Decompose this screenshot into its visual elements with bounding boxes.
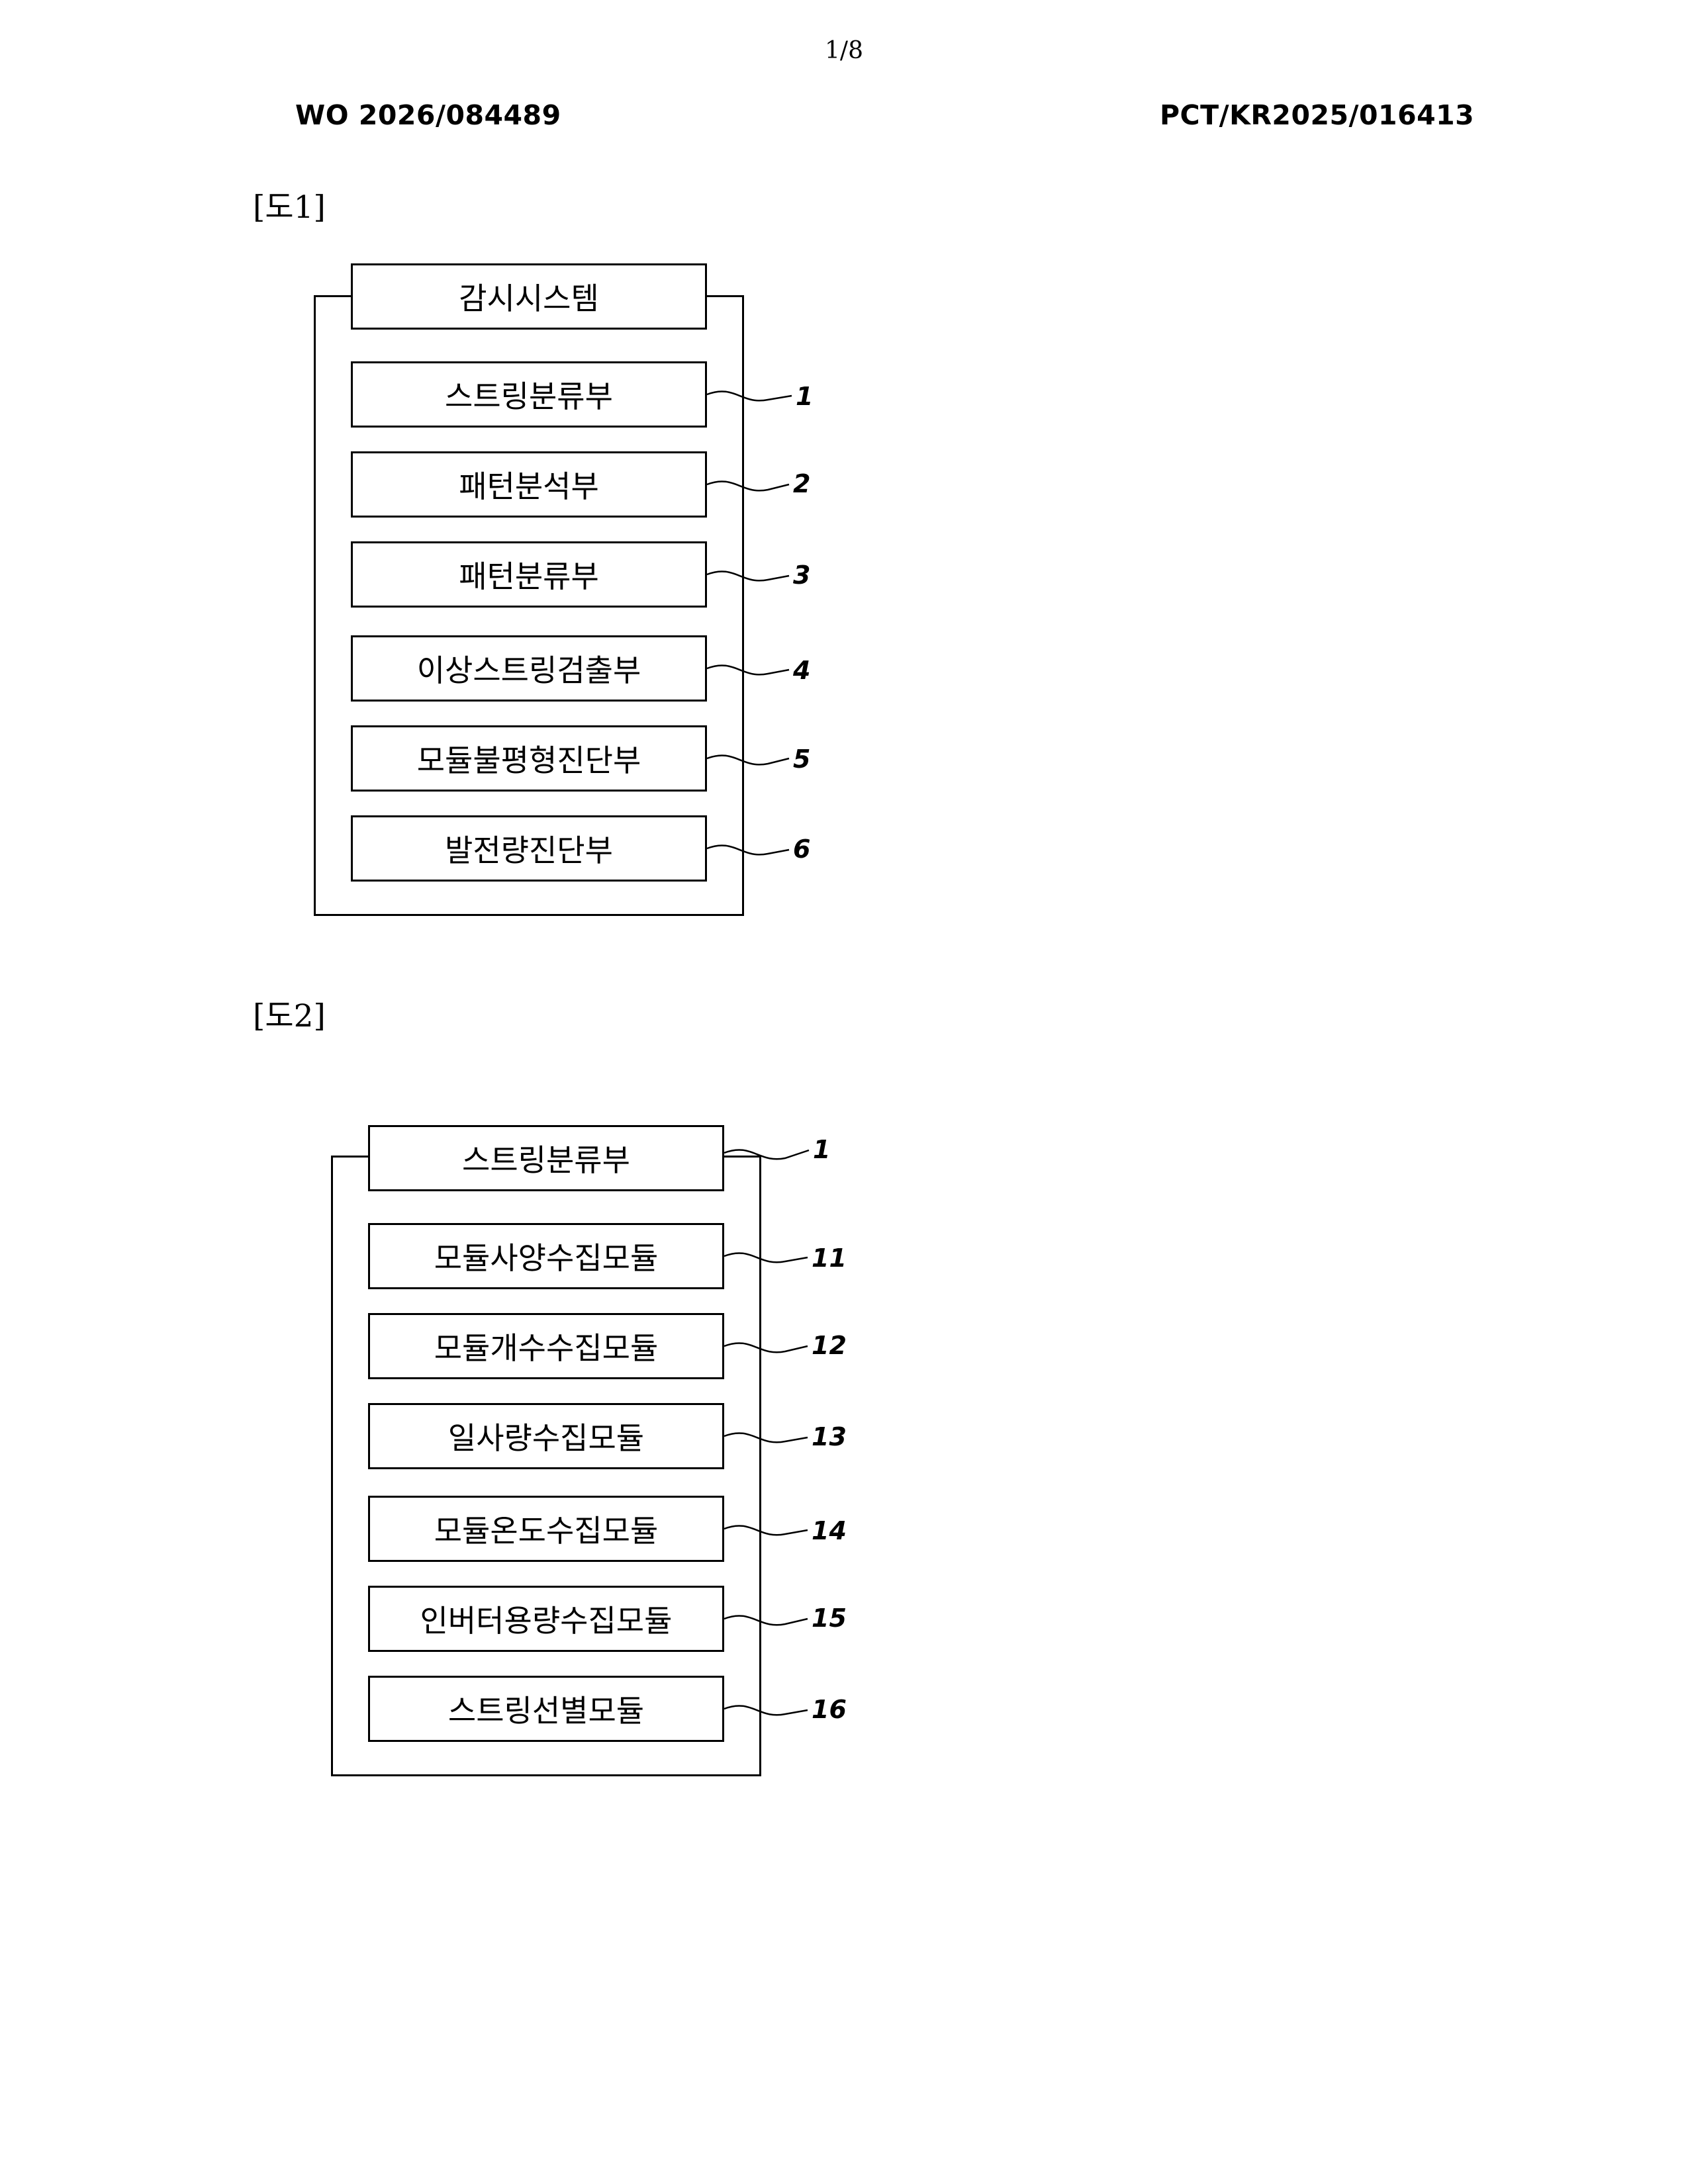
block-module-imbalance-diagnoser: 모듈불평형진단부 [351,725,707,792]
ref-numeral: 3 [793,563,810,588]
ref-numeral: 13 [812,1424,847,1449]
block-label: 패턴분류부 [459,553,599,596]
figure-2-label: [도2] [253,990,326,1036]
block-label: 발전량진단부 [445,827,613,870]
block-abnormal-string-detector: 이상스트링검출부 [351,635,707,702]
ref-numeral: 6 [793,837,810,862]
page-number: 1/8 [0,37,1688,64]
ref-numeral: 1 [796,384,813,409]
block-inverter-capacity-collector: 인버터용량수집모듈 [368,1586,724,1652]
block-module-temperature-collector: 모듈온도수집모듈 [368,1496,724,1562]
ref-numeral: 12 [812,1333,847,1358]
ref-numeral: 14 [812,1518,847,1543]
ref-numeral: 15 [812,1606,847,1631]
figure-1-label: [도1] [253,181,326,227]
block-generation-diagnoser: 발전량진단부 [351,815,707,882]
block-label: 모듈사양수집모듈 [434,1234,659,1278]
ref-numeral: 2 [793,471,810,496]
string-classifier-title-box: 스트링분류부 [368,1125,724,1191]
string-classifier-title: 스트링분류부 [462,1136,630,1180]
block-module-count-collector: 모듈개수수집모듈 [368,1313,724,1379]
block-label: 스트링분류부 [445,373,613,416]
system-title-box: 감시시스템 [351,263,707,330]
block-label: 스트링선별모듈 [448,1687,644,1731]
block-label: 인버터용량수집모듈 [420,1597,673,1641]
ref-numeral: 1 [813,1137,830,1162]
block-label: 모듈온도수집모듈 [434,1507,659,1551]
ref-numeral: 5 [793,747,810,772]
block-label: 패턴분석부 [459,463,599,506]
ref-numeral: 11 [812,1246,847,1271]
block-label: 일사량수집모듈 [448,1414,644,1458]
block-module-spec-collector: 모듈사양수집모듈 [368,1223,724,1289]
block-string-classifier: 스트링분류부 [351,361,707,428]
ref-numeral: 16 [812,1697,847,1722]
system-title: 감시시스템 [459,275,599,318]
publication-number: WO 2026/084489 [295,99,561,131]
block-label: 이상스트링검출부 [417,647,641,690]
block-label: 모듈불평형진단부 [417,737,641,780]
application-number: PCT/KR2025/016413 [1160,99,1474,131]
block-pattern-classifier: 패턴분류부 [351,541,707,608]
block-pattern-analyzer: 패턴분석부 [351,451,707,518]
block-irradiance-collector: 일사량수집모듈 [368,1403,724,1469]
ref-numeral: 4 [793,658,810,683]
block-label: 모듈개수수집모듈 [434,1324,659,1368]
block-string-selector: 스트링선별모듈 [368,1676,724,1742]
